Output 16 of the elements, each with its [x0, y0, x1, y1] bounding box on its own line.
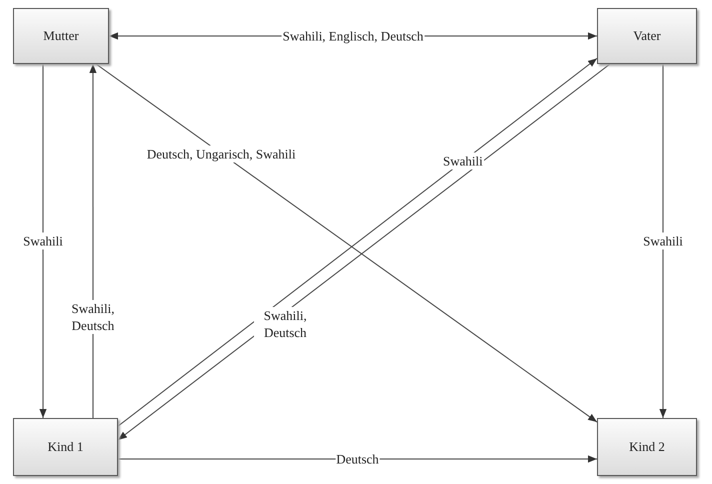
- arrow: [118, 455, 598, 463]
- node-label: Vater: [633, 28, 661, 44]
- node-label: Mutter: [43, 28, 79, 44]
- node-label: Kind 2: [629, 439, 665, 455]
- edge-label: Swahili: [442, 152, 484, 170]
- process-box: [13, 8, 109, 64]
- edge-label: Swahili: [642, 232, 684, 250]
- edge-label: Deutsch, Ungarisch, Swahili: [146, 145, 297, 162]
- node-label: Kind 1: [48, 439, 84, 455]
- process-box: [13, 418, 118, 476]
- edge-label: Swahili: [22, 232, 64, 250]
- arrow: [39, 64, 47, 418]
- arrow: [659, 64, 667, 418]
- process-box: [597, 8, 697, 64]
- arrow: [89, 64, 97, 418]
- process-box: [597, 418, 697, 476]
